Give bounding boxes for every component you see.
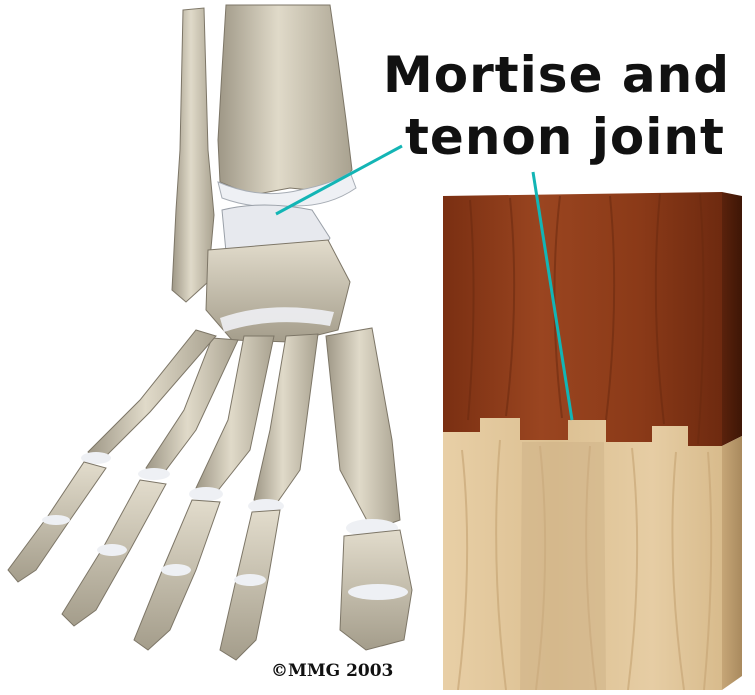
mortise-piece: [443, 192, 722, 446]
toe-5-joint: [42, 515, 70, 525]
toe-3-joint: [161, 564, 191, 576]
title-line-1: Mortise and: [383, 46, 730, 104]
tenon-center: [520, 442, 606, 690]
toe-2-joint: [234, 574, 266, 586]
foot-skeleton-illustration: [8, 5, 412, 660]
big-toe-joint: [348, 584, 408, 600]
copyright-text: ©MMG 2003: [271, 661, 393, 681]
mortise-piece-side: [722, 192, 742, 446]
mt-joint-3: [189, 487, 223, 501]
mortise-tenon-wood-block: [443, 192, 742, 690]
tenon-piece-side: [722, 436, 742, 690]
toe-4-joint: [97, 544, 127, 556]
tibia-bone: [218, 5, 352, 195]
title-line-2: tenon joint: [405, 108, 725, 166]
mt-joint-4: [138, 468, 170, 480]
metatarsal-1: [326, 328, 400, 530]
